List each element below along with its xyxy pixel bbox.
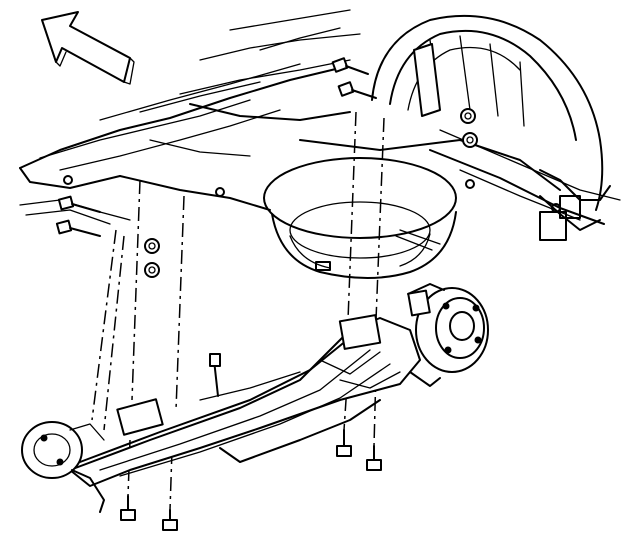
forward-direction-arrow-icon [41, 11, 135, 85]
bolt-icon [337, 81, 377, 99]
spare-tire-well [263, 157, 457, 279]
nut-icon [144, 262, 160, 278]
nut-icon [144, 238, 160, 254]
bolt-icon [120, 495, 136, 521]
bolt-icon [57, 195, 101, 213]
bolt-icon [366, 445, 382, 471]
bolt-icon [331, 57, 369, 75]
rear-axle-assembly [69, 314, 421, 487]
nut-icon [460, 108, 476, 124]
bolt-icon [162, 509, 178, 531]
left-brake-plate [21, 421, 105, 513]
upper-mounting-bolts [331, 57, 478, 148]
vehicle-underbody [19, 9, 621, 225]
wheel-housing [371, 14, 611, 241]
left-mounting-bolts [55, 195, 160, 278]
lower-mounting-bolts [120, 429, 382, 531]
right-brake-hub [407, 283, 489, 387]
bolt-icon [336, 429, 352, 457]
nut-icon [462, 132, 478, 148]
bolt-icon [55, 219, 101, 237]
